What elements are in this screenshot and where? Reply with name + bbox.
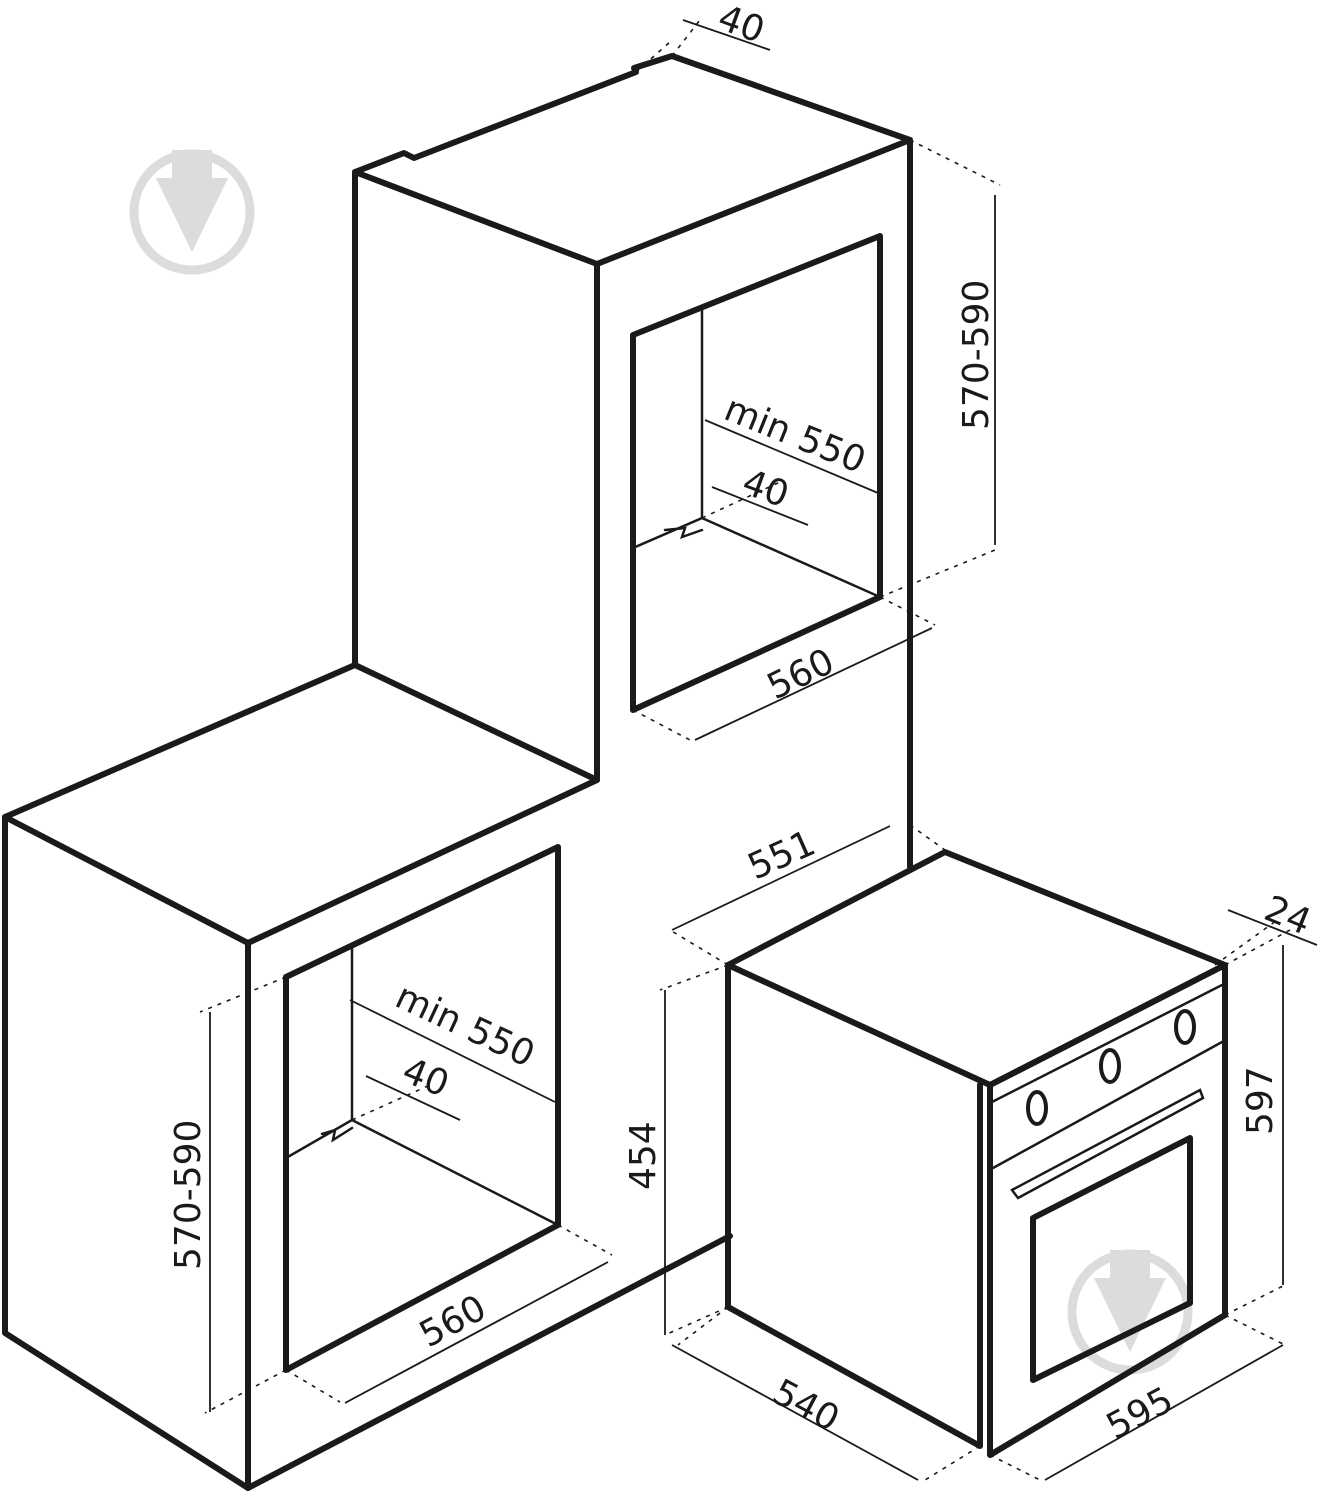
- dim-upper-height: 570-590: [956, 280, 997, 430]
- dim-oven-front-height: 597: [1240, 1066, 1281, 1135]
- dim-lower-rear-gap: 40: [397, 1050, 455, 1105]
- dimension-labels: 40 570-590 min 550 40 560 min 550 40 570…: [168, 0, 1316, 1448]
- control-knob[interactable]: [1099, 1048, 1121, 1084]
- dim-oven-body-depth: 540: [766, 1372, 846, 1440]
- dim-lower-height: 570-590: [168, 1120, 209, 1270]
- control-knob[interactable]: [1026, 1090, 1048, 1126]
- dim-oven-front-width: 595: [1100, 1379, 1180, 1447]
- dim-oven-body-height: 454: [623, 1121, 664, 1190]
- control-knob[interactable]: [1174, 1009, 1196, 1045]
- dim-upper-depth: min 550: [719, 388, 872, 481]
- dim-upper-top-gap: 40: [713, 0, 770, 52]
- extension-lines: [199, 19, 1291, 1481]
- dimension-lines: [209, 19, 1318, 1481]
- lower-cabinet: [2, 662, 733, 1491]
- dim-oven-panel-depth: 24: [1259, 888, 1317, 943]
- dim-upper-width: 560: [761, 641, 841, 708]
- upper-cabinet: [352, 53, 913, 870]
- brand-watermark-icon: [129, 149, 255, 275]
- dim-upper-rear-gap: 40: [737, 462, 794, 516]
